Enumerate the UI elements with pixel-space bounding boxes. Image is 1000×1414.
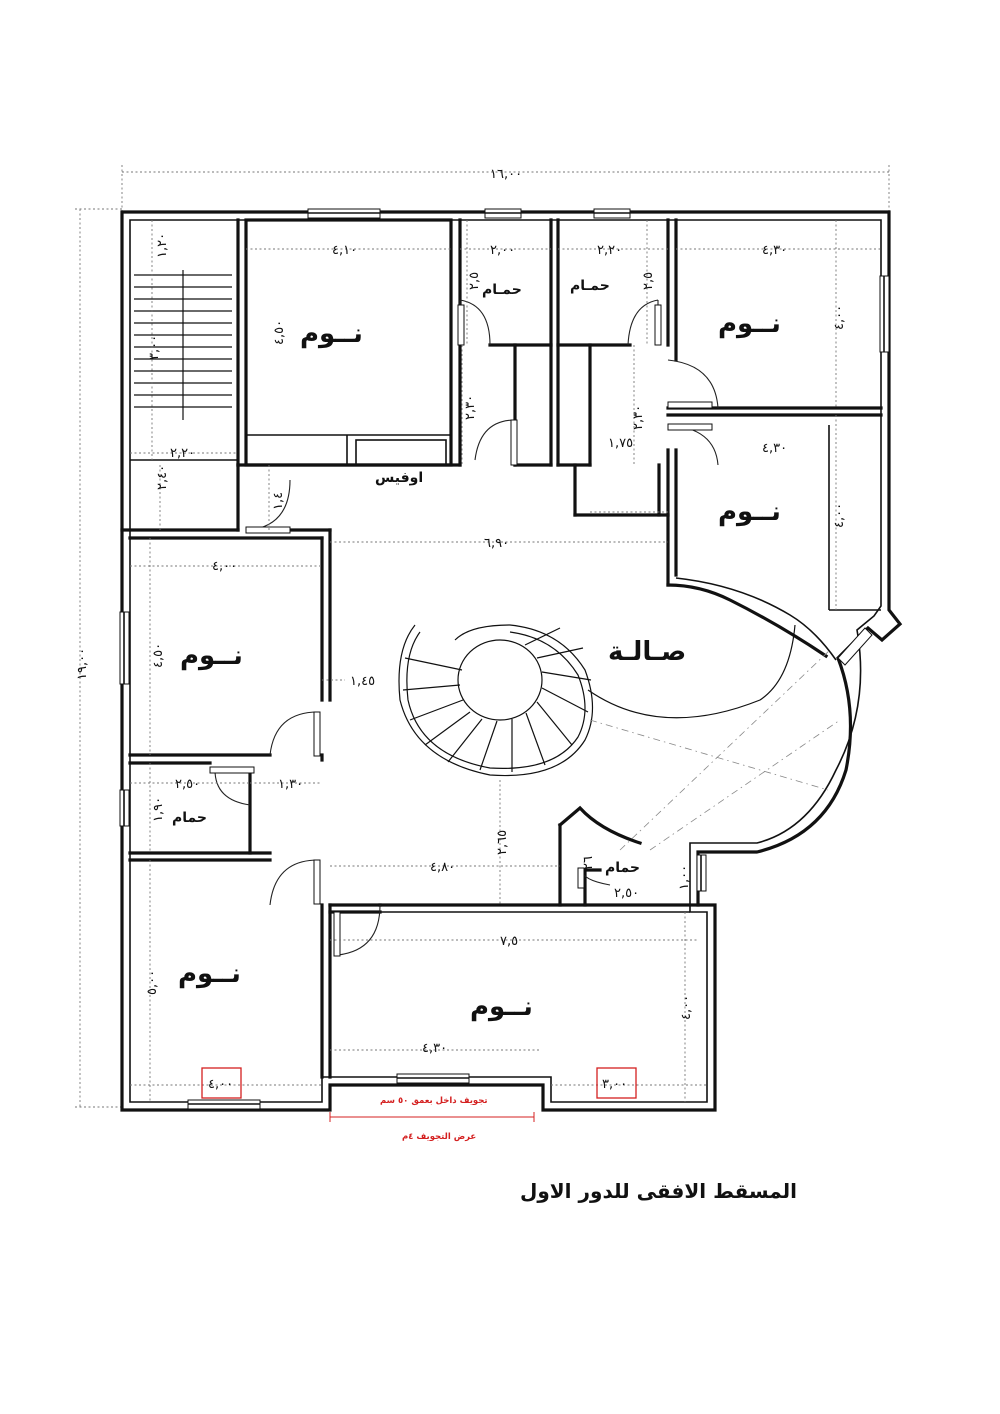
- label-hall: صـالـة: [608, 637, 686, 667]
- exterior-walls: [120, 210, 903, 1112]
- dim-right-40b: ٤,٠٠: [832, 503, 847, 528]
- dim-bath-26: ٢٦: [581, 856, 596, 870]
- label-bath-left: حمام: [172, 810, 207, 826]
- dim-top-43: ٤,٣٠: [762, 243, 787, 258]
- recess-annotations: ٤,٠٠ ٣,٠٠ تجويف داخل بعمق ٥٠ سم عرض التج…: [201, 1067, 637, 1142]
- dim-hall-48: ٤,٨٠: [430, 860, 455, 875]
- label-bath-right: حمام: [605, 860, 640, 876]
- dim-stair-22: ٢,٢٠: [170, 446, 195, 461]
- dim-right-40a: ٤,٠٠: [832, 305, 847, 330]
- dim-bath-25d: ٢,٥٠: [614, 886, 639, 901]
- dim-top-22: ٢,٢٠: [597, 243, 622, 258]
- label-bed-top-center: نــوم: [300, 319, 363, 349]
- dim-stair-24: ٢,٤٠: [155, 465, 170, 490]
- windows: [119, 208, 890, 1110]
- doors: [209, 299, 719, 957]
- dim-bath-25a: ٢,٥: [467, 272, 482, 290]
- dim-corr-23b: ٢,٣٠: [631, 405, 646, 430]
- dim-bot-40: ٤,٠٠: [679, 995, 694, 1020]
- dim-hall-69: ٦,٩٠: [484, 536, 509, 551]
- dim-bot-43: ٤,٣٠: [422, 1041, 447, 1056]
- dim-bot-300: ٣,٠٠: [602, 1077, 627, 1092]
- dim-bath-25b: ٢,٥: [641, 272, 656, 290]
- dim-bot-400: ٤,٠٠: [208, 1077, 233, 1092]
- dim-bath-13: ١,٣٠: [278, 777, 303, 792]
- dimension-labels: ٤,١٠ ٢,٠٠ ٢,٢٠ ٤,٣٠ ١,٢٠ ٣,٠٠ ٢,٢٠ ٢,٤٠ …: [145, 233, 847, 1056]
- overall-dimensions: ١٦,٠٠ ١٩,٠٠: [75, 165, 890, 1108]
- straight-stair: [134, 270, 232, 420]
- dim-left-40: ٤,٠٠: [212, 559, 237, 574]
- dim-corr-175: ١,٧٥: [608, 436, 633, 451]
- recess-width-note: عرض التجويف ٤م: [402, 1132, 476, 1142]
- label-bed-left-mid: نــوم: [180, 641, 243, 671]
- label-bath-top-right: حمـام: [570, 278, 610, 294]
- dim-stair-30: ٣,٠٠: [147, 335, 162, 360]
- dim-bed-45: ٤,٥٠: [272, 320, 287, 345]
- dim-hall-145: ١,٤٥: [350, 674, 375, 689]
- dim-bot-75: ٧,٥: [500, 934, 518, 949]
- highlight-box-right: [596, 1067, 637, 1099]
- plan-title: المسقط الافقى للدور الاول: [520, 1179, 797, 1203]
- dim-bot-50: ٥,٠٠: [145, 970, 160, 995]
- label-bed-bottom-left: نــوم: [178, 959, 241, 989]
- recess-depth-note: تجويف داخل بعمق ٥٠ سم: [380, 1096, 488, 1106]
- label-bed-top-right: نــوم: [718, 309, 781, 339]
- dim-stair-12: ١,٢٠: [155, 233, 170, 258]
- dim-bath-10: ١,٠٠: [677, 865, 692, 890]
- label-bed-right-mid: نــوم: [718, 497, 781, 527]
- interior-dimension-lines: [130, 220, 881, 1102]
- dim-d-14: ١,٤: [271, 492, 286, 510]
- dim-bath-25c: ٢,٥٠: [175, 777, 200, 792]
- label-bath-top-left: حمـام: [482, 282, 522, 298]
- dim-corr-23: ٢,٣٠: [463, 395, 478, 420]
- dim-right-43b: ٤,٣٠: [762, 441, 787, 456]
- overall-width-label: ١٦,٠٠: [490, 167, 522, 182]
- dim-left-45: ٤,٥٠: [151, 643, 166, 668]
- dim-top-20: ٢,٠٠: [490, 243, 515, 258]
- highlight-box-left: [201, 1067, 242, 1099]
- room-labels: نــوم حمـام حمـام نــوم نــوم اوفيس نــو…: [172, 278, 781, 1022]
- overall-height-label: ١٩,٠٠: [75, 648, 90, 680]
- label-bed-bottom-right: نــوم: [470, 992, 533, 1022]
- dim-top-41: ٤,١٠: [332, 243, 357, 258]
- spiral-stair: [398, 624, 841, 851]
- dim-hall-265: ٢,٦٥: [495, 830, 510, 855]
- dim-bath-19: ١,٩٠: [151, 797, 166, 822]
- label-office: اوفيس: [375, 470, 423, 486]
